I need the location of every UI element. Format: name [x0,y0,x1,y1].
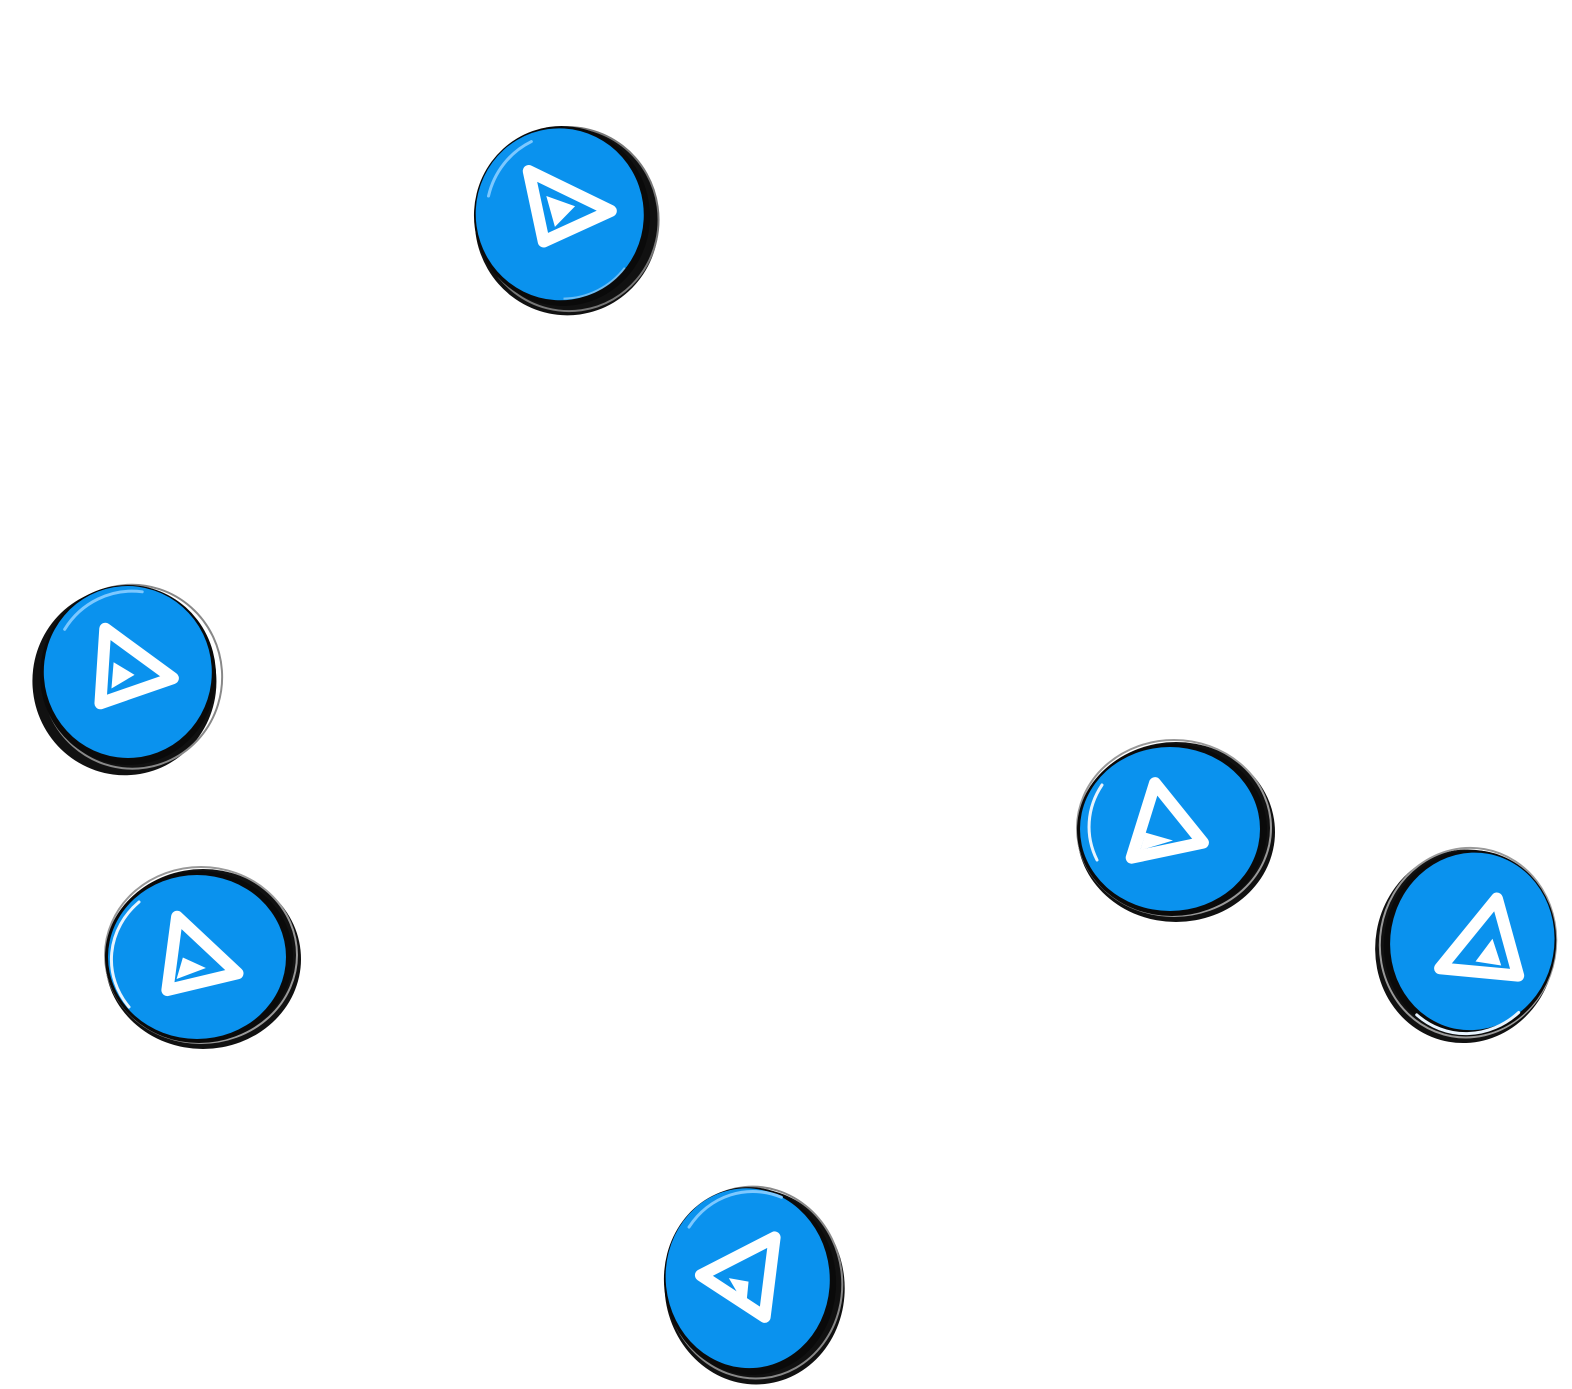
coin-icon [663,1185,845,1385]
coin-right-middle [1068,733,1276,927]
coin-bottom [652,1176,848,1386]
triangle-logo-icon [694,1231,781,1323]
coin-icon [32,583,224,776]
triangle-logo-icon [1125,777,1209,864]
triangle-logo-icon [161,910,244,997]
coin-icon [1076,739,1275,922]
triangle-logo-icon [522,165,617,248]
coin-icon [473,126,660,316]
coin-top [462,114,662,318]
coin-far-right [1372,840,1568,1046]
triangle-logo-icon [94,622,179,710]
coin-icon [1375,846,1558,1044]
coin-icon [104,866,301,1049]
triangle-logo-icon [1434,892,1525,982]
coin-left-lower [96,860,302,1054]
coin-left-upper [28,573,228,777]
